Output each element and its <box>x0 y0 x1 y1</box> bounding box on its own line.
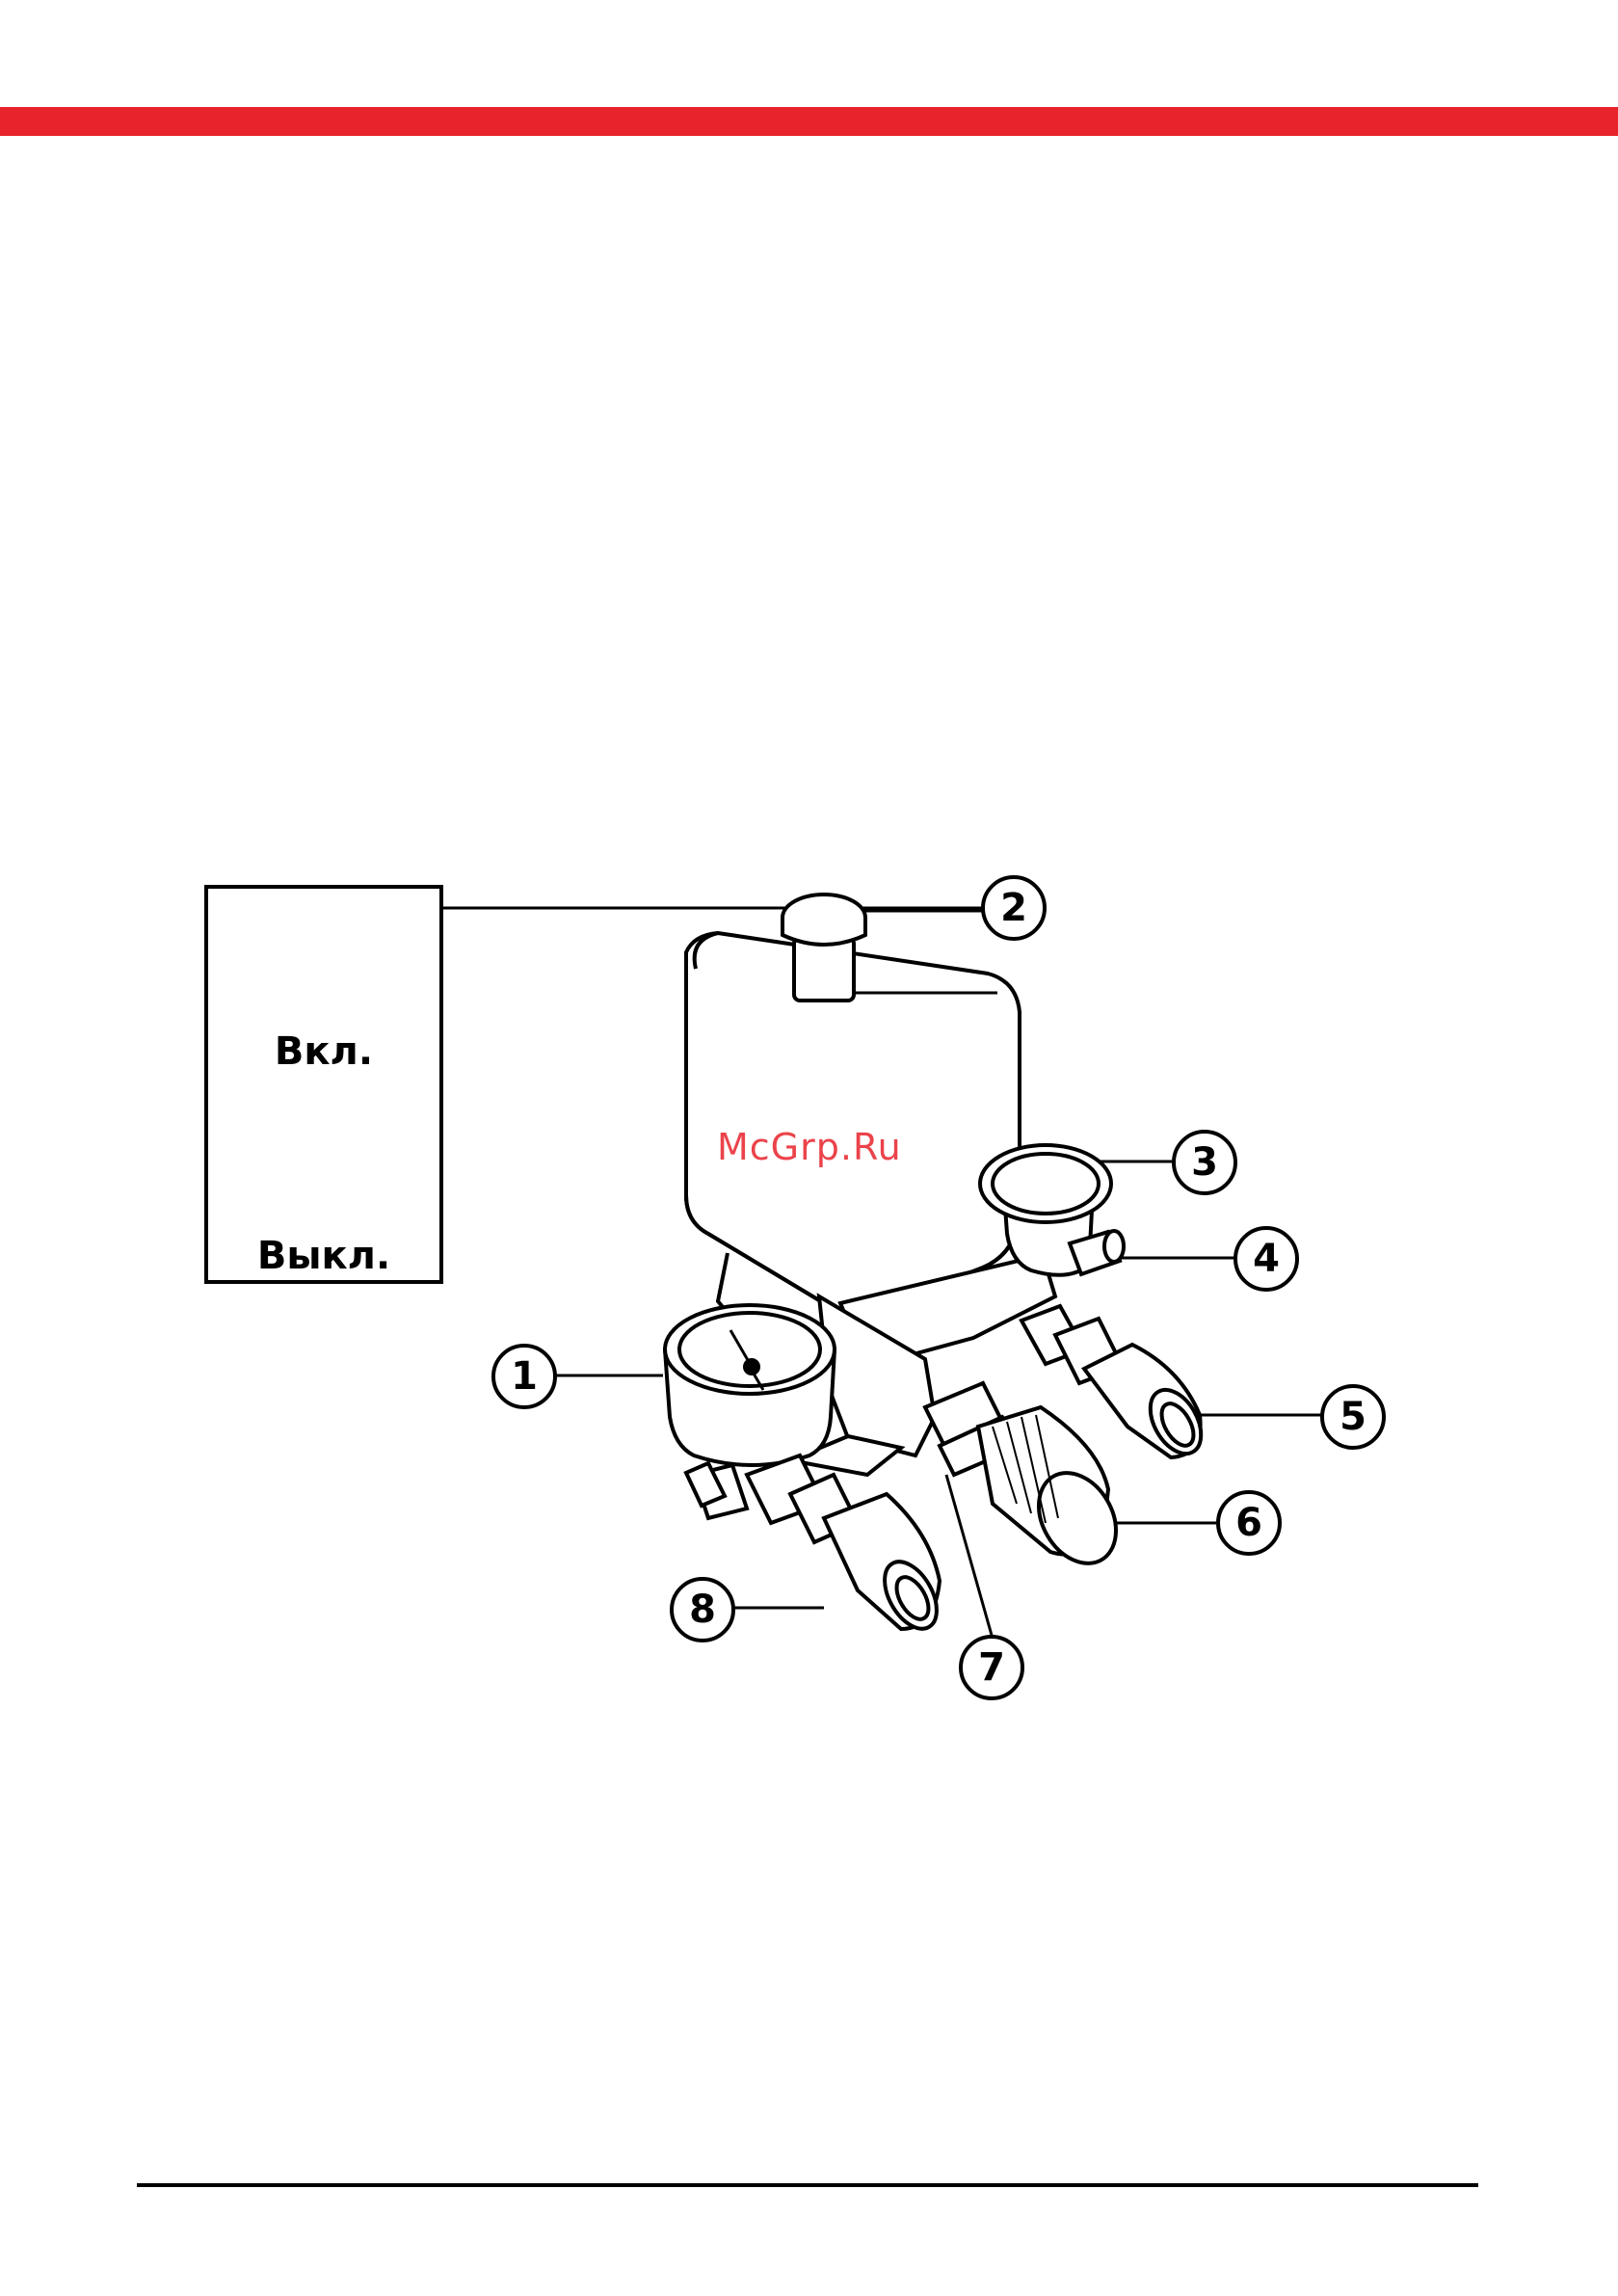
regulator-knob-6 <box>925 1383 1131 1577</box>
callout-1: 1 <box>491 1344 557 1409</box>
callout-2: 2 <box>981 875 1047 941</box>
gauge-1 <box>665 1305 835 1465</box>
callout-8: 8 <box>670 1577 735 1642</box>
callout-5: 5 <box>1320 1384 1386 1450</box>
legend-on-label: Вкл. <box>208 1029 439 1074</box>
callout-6: 6 <box>1216 1490 1282 1556</box>
on-off-legend: Вкл. Выкл. <box>204 885 443 1284</box>
callout-4: 4 <box>1233 1226 1299 1292</box>
footer-rule <box>137 2183 1478 2187</box>
legend-off-label: Выкл. <box>208 1234 439 1278</box>
watermark: McGrp.Ru <box>717 1126 902 1168</box>
callout-3: 3 <box>1172 1130 1237 1195</box>
callout-7: 7 <box>959 1635 1024 1700</box>
switch-block <box>686 894 1020 1312</box>
